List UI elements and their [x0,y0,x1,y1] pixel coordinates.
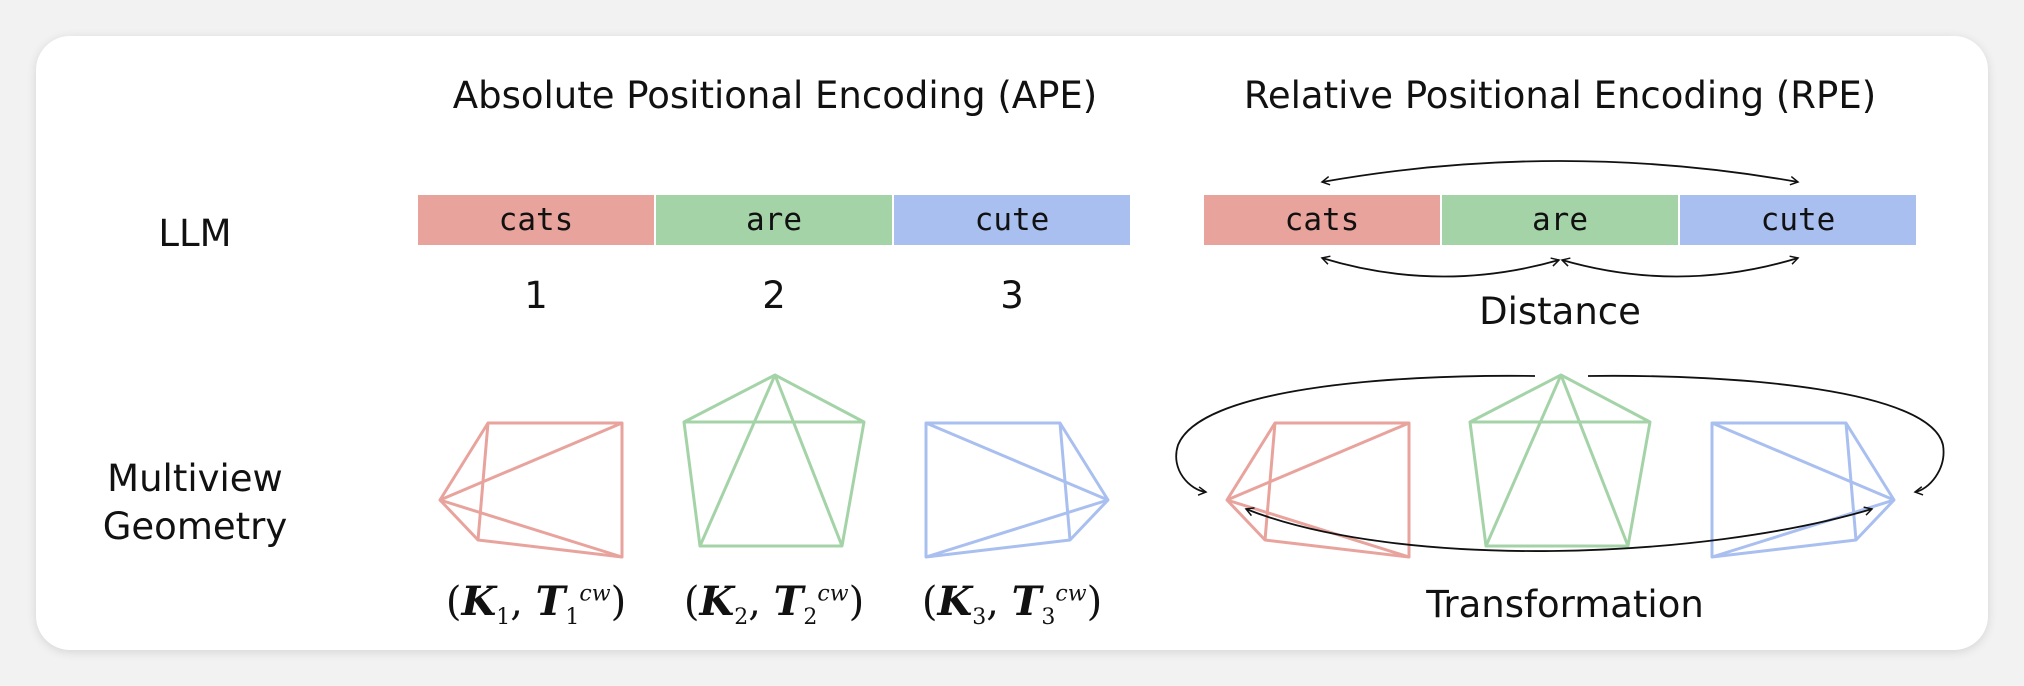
rpe-camera-frustum-2 [1468,373,1652,548]
camera-3-extrinsics-index: 3 [1041,605,1056,630]
camera-1-intrinsics: K [461,578,497,625]
rpe-arrow-cam1-cam3 [1244,506,1874,552]
row-label-geometry-line1: Multiview [107,457,283,500]
rpe-arrow-cam2-cam1 [1175,374,1536,496]
camera-1-extrinsics-index: 1 [565,605,580,630]
row-label-geometry-line2: Geometry [102,505,288,548]
ape-camera-frustum-2 [682,373,866,548]
camera-3-intrinsics: K [937,578,973,625]
camera-1-index: 1 [496,605,511,630]
rpe-arrow-cats-are [1320,255,1561,278]
ape-position-2: 2 [762,274,786,317]
camera-2-extrinsics: T [773,578,804,625]
camera-1-extrinsics: T [535,578,566,625]
camera-3-extrinsics-sup: cw [1055,581,1087,607]
rpe-token-cute: cute [1680,195,1916,245]
camera-params-2: (K2, T2cw) [683,578,865,630]
camera-2-extrinsics-sup: cw [817,581,849,607]
ape-token-cats: cats [418,195,654,245]
camera-2-intrinsics: K [699,578,735,625]
camera-2-index: 2 [734,605,749,630]
camera-1-extrinsics-sup: cw [579,581,611,607]
camera-2-extrinsics-index: 2 [803,605,818,630]
rpe-arrow-cam2-cam3 [1587,374,1945,496]
row-label-llm: LLM [158,212,232,255]
camera-3-index: 3 [972,605,987,630]
ape-token-cute: cute [894,195,1130,245]
ape-position-1: 1 [524,274,548,317]
camera-3-extrinsics: T [1011,578,1042,625]
rpe-distance-label: Distance [1479,290,1641,333]
rpe-arrow-cats-cute [1320,160,1800,186]
rpe-arrow-are-cute [1560,255,1800,278]
rpe-token-are: are [1442,195,1678,245]
rpe-transformation-label: Transformation [1426,583,1704,626]
ape-title: Absolute Positional Encoding (APE) [452,74,1098,117]
rpe-camera-frustum-1 [1225,421,1411,559]
ape-camera-frustum-3 [924,421,1110,559]
rpe-token-cats: cats [1204,195,1440,245]
ape-camera-frustum-1 [438,421,624,559]
ape-position-3: 3 [1000,274,1024,317]
rpe-title: Relative Positional Encoding (RPE) [1243,74,1877,117]
row-label-geometry: Multiview Geometry [70,455,320,551]
ape-token-are: are [656,195,892,245]
camera-params-3: (K3, T3cw) [921,578,1103,630]
camera-params-1: (K1, T1cw) [445,578,627,630]
